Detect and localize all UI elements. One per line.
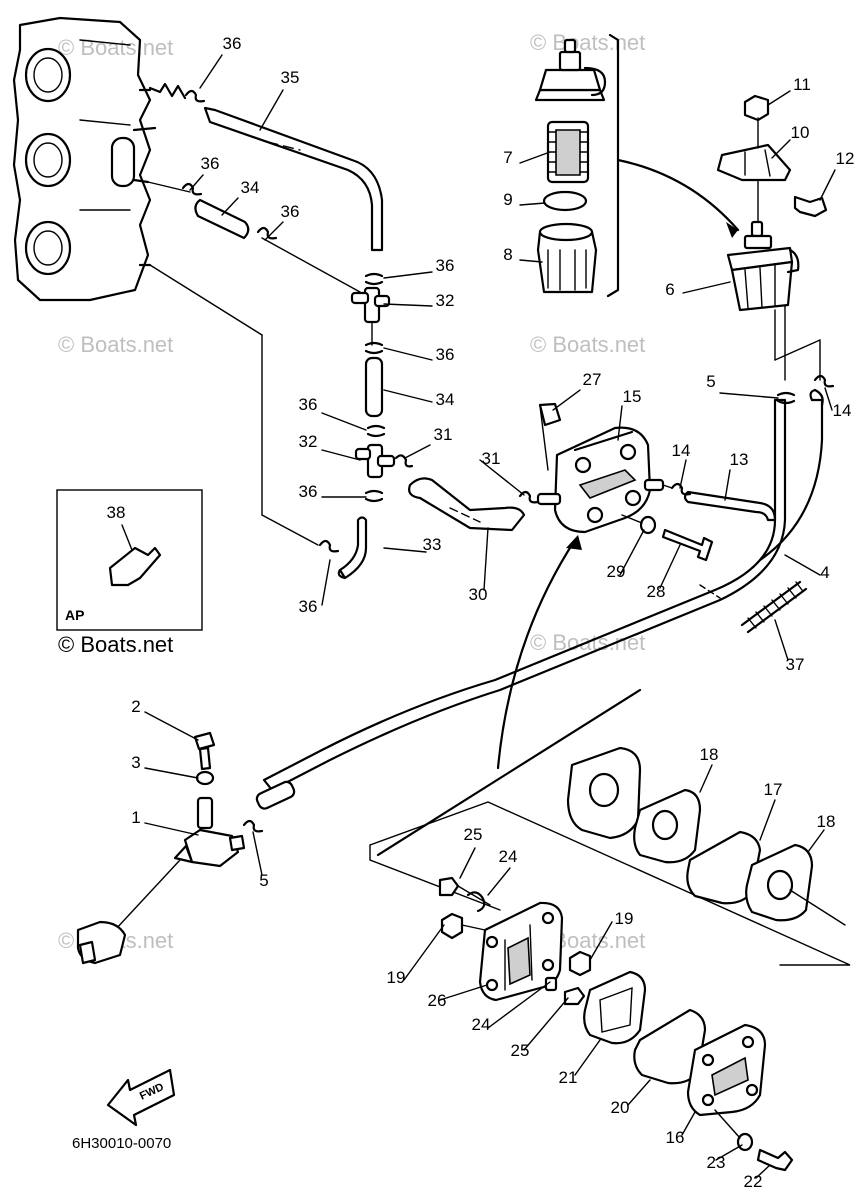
inset-label: AP [65,607,84,623]
callout-29: 29 [607,562,626,581]
callout-9: 9 [503,190,512,209]
leader-lines [144,54,836,1179]
pump-diaphragm-stack [566,746,846,926]
callout-16: 16 [666,1128,685,1147]
callout-31: 31 [434,425,453,444]
callout-36: 36 [436,256,455,275]
callout-36: 36 [299,597,318,616]
spring-37 [740,580,808,634]
hose-34-upper [147,181,361,293]
callout-13: 13 [730,450,749,469]
callout-26: 26 [428,991,447,1010]
hose-34-middle [364,321,384,418]
inset-box: AP 38 [56,489,203,631]
callout-7: 7 [503,148,512,167]
callout-20: 20 [611,1098,630,1117]
callout-34: 34 [241,178,260,197]
callout-27: 27 [583,370,602,389]
callout-12: 12 [836,149,855,168]
callout-35: 35 [281,68,300,87]
watermark: © Boats.net [530,332,645,357]
fuel-line-route [149,264,319,546]
callout-36: 36 [223,34,242,53]
elbow-hose-33 [337,516,368,580]
hose-4 [262,304,835,792]
callout-38: 38 [107,503,126,522]
callout-6: 6 [665,280,674,299]
fwd-arrow: FWD [106,1068,176,1127]
fuel-pump-15 [536,402,665,534]
callout-8: 8 [503,245,512,264]
callout-30: 30 [469,585,488,604]
callout-31: 31 [482,449,501,468]
hose-13 [662,482,777,522]
callout-23: 23 [707,1153,726,1172]
callout-36: 36 [201,154,220,173]
callout-5: 5 [259,871,268,890]
callout-1: 1 [131,808,140,827]
engine-block [12,16,157,302]
callout-14: 14 [672,441,691,460]
callout-34: 34 [436,390,455,409]
callout-37: 37 [786,655,805,674]
fuel-filter-6 [716,94,828,312]
callout-36: 36 [299,482,318,501]
callout-17: 17 [764,780,783,799]
callout-11: 11 [793,75,811,94]
callout-4: 4 [820,563,829,582]
callout-18: 18 [700,745,719,764]
callout-24: 24 [472,1015,491,1034]
callout-10: 10 [791,123,810,142]
callout-28: 28 [647,582,666,601]
callout-14: 14 [833,401,852,420]
callout-32: 32 [436,291,455,310]
hose-35 [148,82,384,252]
callout-24: 24 [499,847,518,866]
pump-body-26 [438,876,592,1006]
callout-5: 5 [706,372,715,391]
hose-30 [408,477,540,532]
watermark: © Boats.net [530,30,645,55]
callout-36: 36 [299,395,318,414]
t-joint-32-upper [350,286,391,324]
callout-21: 21 [559,1068,578,1087]
callout-19: 19 [387,968,406,987]
watermark: © Boats.net [58,35,173,60]
callout-15: 15 [623,387,642,406]
callout-3: 3 [131,753,140,772]
callout-33: 33 [423,535,442,554]
callout-25: 25 [464,825,483,844]
callout-36: 36 [436,345,455,364]
inset-watermark: © Boats.net [58,632,173,657]
callout-labels: 1234556789101112131414151617181819192021… [131,34,854,1191]
watermark: © Boats.net [58,332,173,357]
callout-36: 36 [281,202,300,221]
callout-2: 2 [131,697,140,716]
callout-32: 32 [299,432,318,451]
t-joint-32-lower [354,443,414,479]
bolt-28-washer-29 [621,514,714,562]
connector-parts-1-2-3 [76,731,296,965]
callout-18: 18 [817,812,836,831]
hose-clips-36 [181,89,386,553]
drawing-code: 6H30010-0070 [72,1135,171,1152]
callout-22: 22 [744,1172,763,1191]
pump-gaskets-lower [583,970,794,1172]
detail-outline [369,535,851,966]
callout-25: 25 [511,1041,530,1060]
callout-19: 19 [615,909,634,928]
fuel-filter-parts [534,33,740,298]
